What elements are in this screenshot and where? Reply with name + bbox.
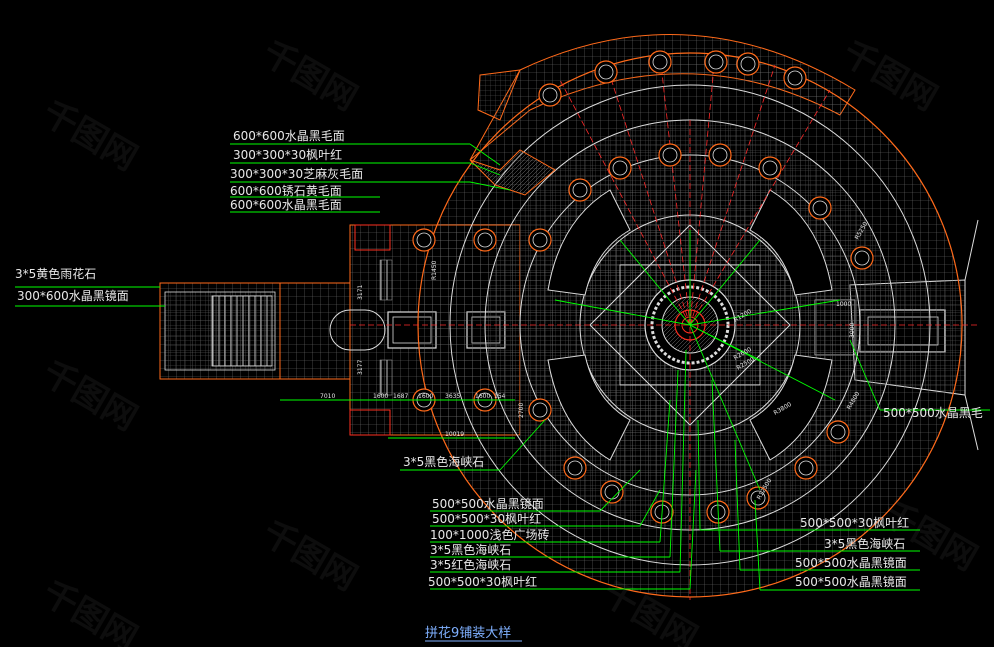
- dimension-text: 1000: [836, 301, 851, 308]
- material-label: 3*5黑色海峡石: [824, 536, 905, 551]
- watermark-text: 千图网: [36, 573, 144, 647]
- label-group-bottom-left: 500*500水晶黑镜面 500*500*30枫叶红 100*1000浅色广场砖…: [428, 496, 549, 589]
- dimension-text: 3171: [357, 285, 364, 300]
- material-label: 500*500水晶黑毛: [883, 406, 983, 420]
- watermark-text: 千图网: [36, 93, 144, 179]
- material-label: 3*5黑色海峡石: [430, 542, 511, 557]
- label-group-left: 600*600水晶黑毛面 300*300*30枫叶红 300*300*30芝麻灰…: [230, 129, 363, 212]
- material-label: 3*5黄色雨花石: [15, 266, 96, 281]
- material-label: 300*300*30枫叶红: [233, 147, 342, 162]
- watermark-text: 千图网: [256, 513, 364, 599]
- dimension-text: R1450: [431, 260, 438, 280]
- material-label: 3*5黑色海峡石: [403, 454, 484, 469]
- material-label: 500*500水晶黑镜面: [795, 574, 907, 589]
- material-label: 500*500*30枫叶红: [800, 515, 909, 530]
- label-group-bottom-right: 500*500*30枫叶红 3*5黑色海峡石 500*500水晶黑镜面 500*…: [795, 515, 909, 589]
- material-label: 500*500*30枫叶红: [432, 511, 541, 526]
- dimension-text: 2700: [518, 403, 525, 418]
- material-label: 300*300*30芝麻灰毛面: [230, 166, 363, 181]
- dimension-text: 1600: [373, 393, 388, 400]
- material-label: 100*1000浅色广场砖: [430, 527, 549, 542]
- dimension-text: 10019: [445, 431, 464, 438]
- material-label: 600*600水晶黑毛面: [233, 129, 345, 143]
- watermark-text: 千图网: [36, 353, 144, 439]
- dimension-text: 3177: [357, 360, 364, 375]
- material-label: 300*600水晶黑镜面: [17, 288, 129, 303]
- dimension-labels: 7010 1600 1687 1600 3635 1600 154 10019 …: [320, 221, 870, 501]
- dimension-text: 7010: [320, 393, 335, 400]
- dimension-text: 1687: [393, 393, 408, 400]
- drawing-title: 拼花9铺装大样: [425, 625, 511, 641]
- dimension-text: 3000: [849, 323, 856, 338]
- dimension-text: 1600: [418, 393, 433, 400]
- dimension-text: 154: [494, 393, 506, 400]
- material-label: 3*5红色海峡石: [430, 557, 511, 572]
- material-label: 500*500*30枫叶红: [428, 574, 537, 589]
- dimension-text: 1600: [475, 393, 490, 400]
- leader-lines: [15, 143, 990, 591]
- label-group-far-left: 3*5黄色雨花石 300*600水晶黑镜面: [15, 266, 129, 303]
- dimension-text: 3635: [445, 393, 460, 400]
- material-label: 600*600水晶黑毛面: [230, 198, 342, 212]
- material-label: 500*500水晶黑镜面: [795, 555, 907, 570]
- material-label: 500*500水晶黑镜面: [432, 496, 544, 511]
- watermark-text: 千图网: [256, 33, 364, 119]
- material-label: 600*600锈石黄毛面: [230, 184, 342, 198]
